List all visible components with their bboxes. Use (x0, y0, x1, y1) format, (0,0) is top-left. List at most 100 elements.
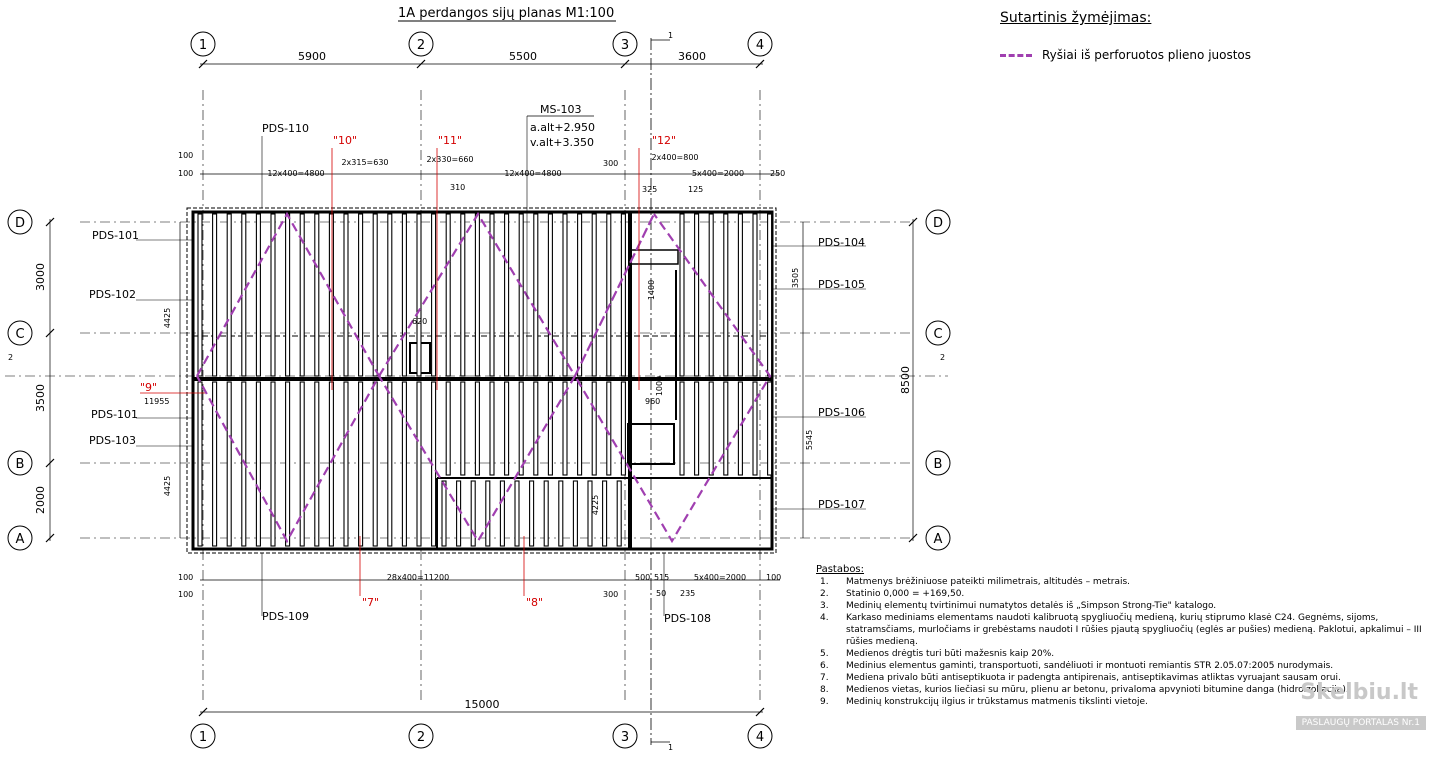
beam-tag: PDS-110 (262, 122, 309, 135)
beam-tag: PDS-106 (818, 406, 865, 419)
joist (285, 381, 291, 547)
joist (343, 381, 349, 547)
joist (737, 213, 743, 377)
beam-tag: PDS-101 (92, 229, 139, 242)
joist (752, 213, 758, 377)
note-item: 5.Medienos drėgtis turi būti mažesnis ka… (820, 649, 1055, 659)
misc-dim: 960 (645, 397, 660, 406)
note-item: 4.Karkaso mediniams elementams naudoti k… (820, 613, 1422, 647)
ms-alt-v: v.alt+3.350 (530, 136, 594, 149)
axis-D-right: D (933, 216, 943, 231)
subdim-top: 5x400=2000 (692, 169, 744, 178)
dim-left-C-B: 3500 (34, 384, 47, 412)
beam-tag: PDS-109 (262, 610, 309, 623)
joist (499, 480, 505, 547)
section-line-1 (650, 38, 670, 745)
subdim-top: 250 (770, 169, 785, 178)
beam-tag: PDS-107 (818, 498, 865, 511)
legend: Sutartinis žymėjimas: Ryšiai iš perforuo… (1000, 10, 1330, 62)
joist (358, 381, 364, 547)
ms-alt-a: a.alt+2.950 (530, 121, 595, 134)
beam-tag: PDS-102 (89, 288, 136, 301)
joist (270, 213, 276, 377)
joist (489, 381, 495, 476)
subdim-bottom: 500 (635, 573, 650, 582)
axis-4-top: 4 (756, 38, 764, 53)
joist (489, 213, 495, 377)
joist (504, 381, 510, 476)
notes-list: 1.Matmenys brėžiniuose pateikti milimetr… (816, 576, 1440, 708)
joist (543, 480, 549, 547)
subdim-bottom: 28x400=11200 (387, 573, 449, 582)
misc-dim: 4225 (591, 495, 600, 515)
joist (212, 213, 218, 377)
joist (270, 381, 276, 547)
dim-left-B-A: 2000 (34, 486, 47, 514)
note-item: 7.Mediena privalo būti antiseptikuota ir… (820, 673, 1341, 683)
joist (456, 480, 462, 547)
note-item: 3.Medinių elementų tvirtinimui numatytos… (820, 601, 1217, 611)
joist (445, 213, 451, 377)
dim-right-inner-2: 5545 (805, 430, 814, 450)
axis-A-left: A (16, 532, 25, 547)
notes-title: Pastabos: (816, 564, 865, 575)
misc-dim: 11955 (144, 397, 169, 406)
joist (602, 480, 608, 547)
misc-dim: 620 (412, 317, 427, 326)
joist (358, 213, 364, 377)
beam-tag: PDS-104 (818, 236, 865, 249)
red-leaders (140, 148, 640, 596)
subdim-top: 2x330=660 (426, 155, 473, 164)
axis-C-left: C (15, 327, 24, 342)
joist (299, 381, 305, 547)
joist (328, 213, 334, 377)
joist (533, 213, 539, 377)
red-label: "12" (652, 134, 676, 147)
joist (504, 213, 510, 377)
subdim-bottom: 100 (178, 590, 193, 599)
joist (441, 480, 447, 547)
joist (606, 213, 612, 377)
joist (562, 381, 568, 476)
joist (255, 381, 261, 547)
joist (445, 381, 451, 476)
joist (562, 213, 568, 377)
subdim-bottom: 5x400=2000 (694, 573, 746, 582)
subdim-top: 100 (178, 169, 193, 178)
dim-left-inner-2: 4425 (163, 476, 172, 496)
subdim-top: 12x400=4800 (267, 169, 324, 178)
subdim-top: 2x400=800 (651, 153, 698, 162)
red-label: "11" (438, 134, 462, 147)
axis-4-bottom: 4 (756, 730, 764, 745)
joist (387, 213, 393, 377)
joist (470, 480, 476, 547)
joist (694, 381, 700, 476)
axis-A-right: A (934, 532, 943, 547)
drawing-title: 1A perdangos sijų planas M1:100 (398, 6, 614, 21)
joist (679, 381, 685, 476)
joist (314, 381, 320, 547)
axis-C-right: C (933, 327, 942, 342)
joist (197, 381, 203, 547)
subdim-bottom: 300 (603, 590, 618, 599)
joist (587, 480, 593, 547)
axis-B-left: B (16, 457, 25, 472)
joist (416, 381, 422, 547)
joist (343, 213, 349, 377)
subdim-top: 2x315=630 (341, 158, 388, 167)
dimension-ticks (45, 59, 918, 717)
legend-item: Ryšiai iš perforuotos plieno juostos (1000, 48, 1330, 62)
note-item: 2.Statinio 0,000 = +169,50. (820, 589, 965, 599)
joist (431, 213, 437, 377)
subdim-bottom: 515 (654, 573, 669, 582)
dim-top-3-4: 3600 (678, 50, 706, 63)
joist (591, 213, 597, 377)
axis-2-bottom: 2 (417, 730, 425, 745)
joist (485, 480, 491, 547)
perforated-steel-straps (196, 211, 772, 544)
axis-3-bottom: 3 (621, 730, 629, 745)
dim-left-D-C: 3000 (34, 263, 47, 291)
joist (474, 213, 480, 377)
axis-1-bottom: 1 (199, 730, 207, 745)
joist (572, 480, 578, 547)
